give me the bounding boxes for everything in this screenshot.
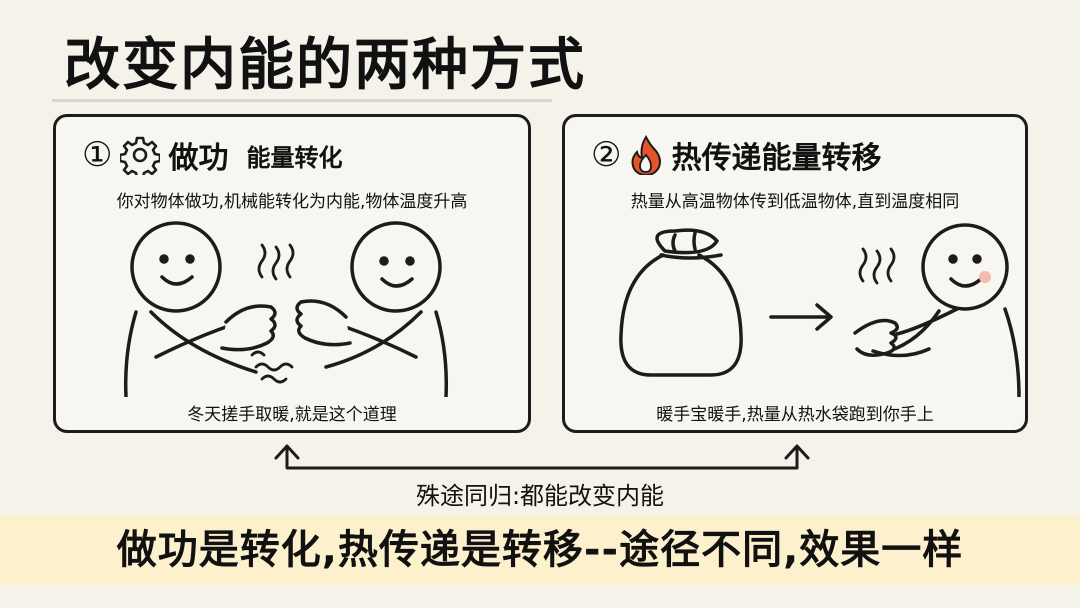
heat-title: 热传递能量转移 (671, 141, 882, 176)
work-panel-header: ① 做功 能量转化 (82, 133, 342, 177)
work-description: 你对物体做功,机械能转化为内能,物体温度升高 (116, 192, 468, 212)
heat-caption: 暖手宝暖手,热量从热水袋跑到你手上 (656, 405, 934, 425)
right-arrowhead (784, 444, 810, 460)
title-underline (52, 99, 552, 102)
transfer-arrow (769, 303, 833, 331)
summary-text: 做功是转化,热传递是转移--途径不同,效果一样 (116, 527, 964, 573)
heat-lines (858, 247, 896, 285)
heat-wiggles (250, 243, 295, 384)
page-title: 改变内能的两种方式 (64, 33, 586, 98)
hot-water-bag (619, 228, 743, 377)
work-caption: 冬天搓手取暖,就是这个道理 (187, 405, 397, 425)
heat-number: ② (591, 135, 622, 175)
work-number: ① (82, 135, 113, 175)
hand-rubbing-illustration (123, 221, 449, 397)
work-title: 做功 (168, 141, 229, 176)
gear-icon (120, 135, 161, 175)
right-hand (295, 299, 352, 347)
flame-icon (629, 135, 663, 175)
left-person (123, 221, 258, 397)
left-arrowhead (274, 444, 300, 460)
receiving-person (853, 223, 1021, 397)
hot-water-bag-illustration (619, 223, 1021, 397)
connector-line (285, 446, 799, 470)
heat-panel: ② 热传递能量转移 热量从高温物体传到低温物体,直到温度相同 (562, 114, 1028, 433)
summary-banner (0, 515, 1080, 585)
work-panel: ① 做功 能量转化 你对物体做功,机械能转化为内能,物体温度升高 (53, 114, 531, 433)
connector-label: 殊途同归:都能改变内能 (415, 482, 665, 510)
right-person (324, 221, 449, 397)
heat-panel-header: ② 热传递能量转移 (591, 133, 881, 177)
left-hand (220, 304, 277, 352)
heat-description: 热量从高温物体传到低温物体,直到温度相同 (630, 192, 960, 212)
work-subtitle: 能量转化 (246, 143, 343, 172)
